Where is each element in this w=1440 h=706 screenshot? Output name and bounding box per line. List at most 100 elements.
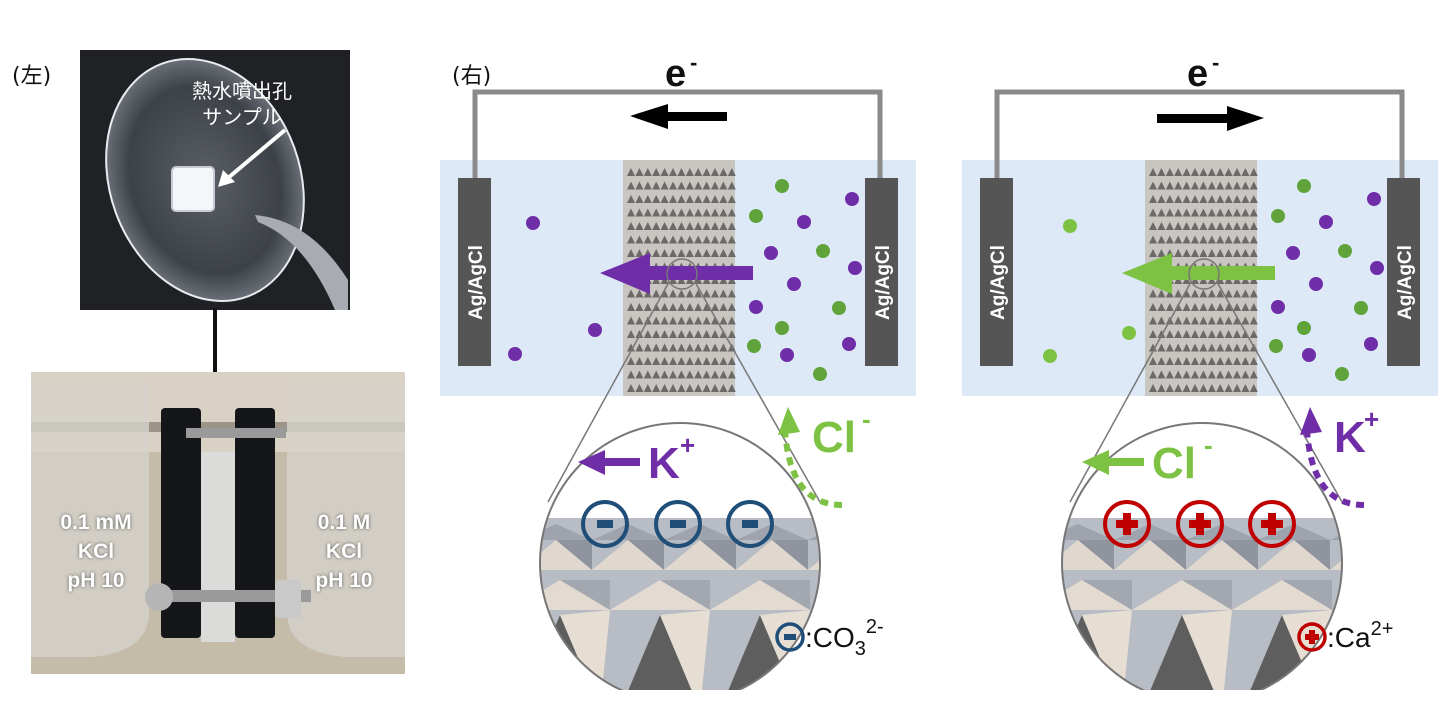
ion-dot [1043,349,1057,363]
surface-facet [560,580,610,610]
membrane-pyramid [1165,384,1174,392]
ion-dot [1297,179,1311,193]
membrane-pyramid [643,181,652,190]
membrane-pyramid [1199,370,1208,379]
electrode-right-label: Ag/AgCl [1395,245,1416,320]
inner-ion-charge: - [1204,430,1213,460]
membrane-pyramid [1216,235,1225,244]
membrane-pyramid [627,181,635,190]
surface-facet [1114,540,1186,570]
surface-facet [844,540,880,570]
surface-facet [1082,580,1132,610]
membrane-pyramid [1174,289,1183,298]
surface-facet [1062,580,1132,610]
membrane-pyramid [1174,249,1183,257]
membrane-pyramid [1207,235,1216,244]
membrane-pyramid [1165,303,1174,311]
membrane-pyramid [1174,357,1183,365]
membrane-pyramid [1191,168,1199,176]
membrane-pyramid [1199,384,1208,392]
membrane-pyramid [1241,195,1250,203]
membrane-pyramid [1157,370,1166,379]
electrode-left [458,178,491,366]
membrane-pyramid [1207,303,1216,311]
ion-dot [764,246,778,260]
membrane-pyramid [677,208,686,217]
surface-facet [1186,540,1258,570]
tweezers [255,215,348,310]
membrane-pyramid [1216,316,1225,325]
membrane-pyramid [652,181,661,190]
plus-icon-v [1196,513,1204,535]
membrane-pyramid [694,303,703,311]
membrane-pyramid [1191,289,1199,298]
membrane-pyramid [1233,222,1241,230]
membrane-pyramid [1165,289,1174,298]
membrane-pyramid [677,235,686,244]
membrane-pyramid [1224,195,1233,203]
membrane-pyramid [1149,303,1157,311]
membrane-pyramid [702,357,711,365]
membrane-pyramid [727,195,736,203]
left-solution-label: 0.1 mM KCl pH 10 [31,508,161,595]
membrane-pyramid [1224,343,1233,352]
membrane-pyramid [677,303,686,311]
membrane-pyramid [1182,384,1191,392]
membrane-pyramid [1165,222,1174,230]
knurled-nut [275,580,301,618]
membrane-pyramid [1191,330,1199,338]
membrane-pyramid [669,181,677,190]
membrane-pyramid [1241,357,1250,365]
external-wire [472,89,883,180]
membrane-pyramid [1233,208,1241,217]
membrane-pyramid [627,222,635,230]
ion-dot [1319,215,1333,229]
membrane-pyramid [1241,222,1250,230]
membrane-pyramid [719,303,728,311]
membrane-pyramid [652,249,661,257]
membrane-pyramid [1224,330,1233,338]
membrane-pyramid [1216,289,1225,298]
membrane-pyramid [719,384,728,392]
membrane-pyramid [1157,249,1166,257]
membrane-pyramid [727,249,736,257]
ion-dot [780,348,794,362]
membrane-pyramid [727,384,736,392]
membrane-pyramid [627,343,635,352]
membrane-pyramid [677,357,686,365]
surface-facet [556,540,592,570]
membrane-pyramid [652,343,661,352]
membrane-pyramid [1165,357,1174,365]
setup-photo: 0.1 mM KCl pH 10 0.1 M KCl pH 10 [31,372,405,674]
plus-icon-v [1268,513,1276,535]
membrane-pyramid [1216,222,1225,230]
surface-pyramid [620,615,700,703]
ion-dot [508,347,522,361]
membrane-pyramid [1157,330,1166,338]
membrane-pyramid [635,181,644,190]
membrane-pyramid [660,343,669,352]
surface-facet [1330,524,1342,540]
membrane-pyramid [685,208,694,217]
membrane-pyramid [1165,208,1174,217]
membrane-pyramid [669,384,677,392]
left-beaker [31,382,149,657]
membrane-pyramid [643,195,652,203]
surface-facet [772,540,808,570]
inner-ion-arrow-shaft [1106,458,1144,466]
ion-dot [1271,300,1285,314]
membrane-pyramid [694,289,703,298]
membrane-pyramid [685,370,694,379]
surface-facet [540,580,610,610]
membrane-pyramid [652,195,661,203]
membrane-pyramid [727,303,736,311]
membrane-pyramid [669,343,677,352]
membrane-pyramid [1233,289,1241,298]
legend-text: :Ca2+ [1327,618,1393,653]
right-solution-concentration: 0.1 M [317,511,371,534]
membrane-pyramid [669,208,677,217]
membrane-pyramid [1191,357,1199,365]
surface-facet [592,524,664,540]
membrane-pyramid [1224,357,1233,365]
